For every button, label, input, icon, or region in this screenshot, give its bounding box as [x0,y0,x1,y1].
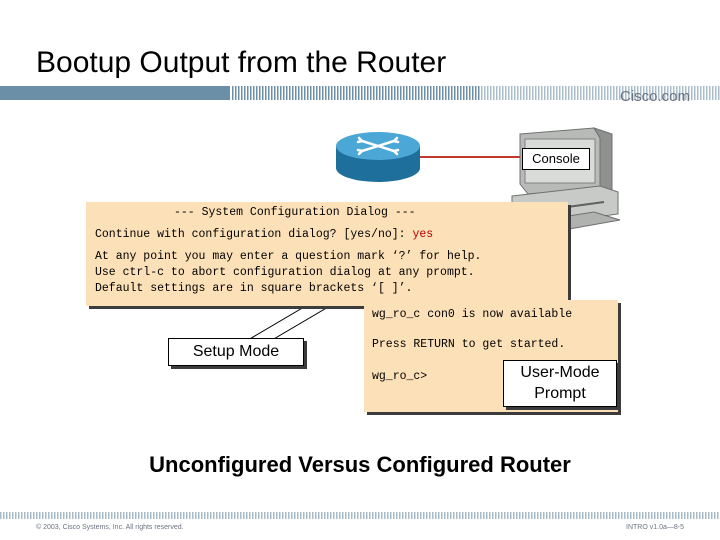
setup-dialog-output: --- System Configuration Dialog --- Cont… [86,202,568,306]
user-mode-callout-line1: User-Mode [520,364,600,381]
dialog-answer: yes [412,228,434,241]
dialog-abort-line: Use ctrl-c to abort configuration dialog… [95,266,475,279]
dialog-defaults-line: Default settings are in square brackets … [95,282,413,295]
dialog-question-line: Continue with configuration dialog? [yes… [95,228,434,241]
user-mode-callout: User-Mode Prompt [503,360,617,407]
cisco-brand-logo: Cisco.com [619,88,690,105]
footer-rule-bar [0,512,720,519]
setup-mode-callout: Setup Mode [168,338,304,366]
title-rule-bar [0,86,720,100]
slide-title: Bootup Output from the Router [36,46,447,79]
page-reference: INTRO v1.0a—8-5 [626,524,684,531]
configured-router-output: wg_ro_c con0 is now available Press RETU… [364,300,618,412]
setup-mode-pointer [246,299,342,341]
slide-subtitle: Unconfigured Versus Configured Router [149,452,571,477]
router-icon [336,132,420,182]
console-available-line: wg_ro_c con0 is now available [372,308,573,321]
dialog-header-line: --- System Configuration Dialog --- [174,206,416,219]
console-label: Console [522,148,590,170]
press-return-line: Press RETURN to get started. [372,338,566,351]
dialog-help-line: At any point you may enter a question ma… [95,250,482,263]
copyright-text: © 2003, Cisco Systems, Inc. All rights r… [36,524,184,531]
user-mode-callout-line2: Prompt [534,385,586,402]
user-prompt-line: wg_ro_c> [372,370,428,383]
